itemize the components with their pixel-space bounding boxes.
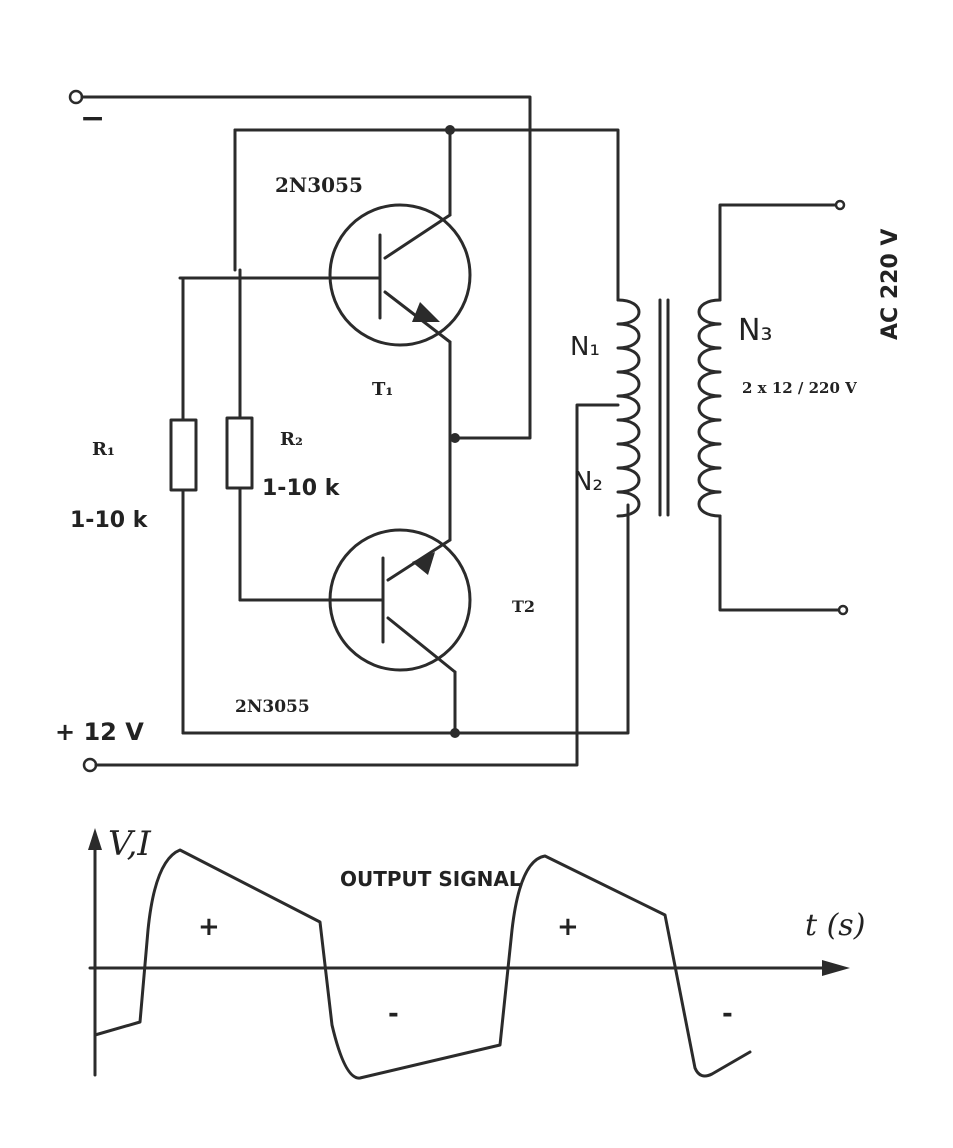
t2-ref-label: T2	[512, 597, 535, 616]
transistor-t2	[238, 528, 472, 735]
resistor-r2	[225, 268, 254, 602]
output-terminal-bottom[interactable]	[837, 604, 849, 616]
output-terminal-top[interactable]	[834, 199, 846, 211]
negative-mark-2: -	[722, 999, 733, 1029]
n1-label: N₁	[570, 332, 600, 362]
midpoint-node	[448, 340, 460, 542]
transistor-t1	[178, 203, 472, 347]
resistor-r1	[169, 276, 198, 735]
return-terminal[interactable]	[82, 757, 98, 773]
r2-value-label: 1-10 k	[262, 476, 341, 501]
output-voltage-label: AC 220 V	[878, 229, 903, 340]
positive-mark-2: +	[557, 912, 579, 942]
waveform-signal	[93, 848, 752, 1080]
y-axis-label: V,I	[108, 824, 151, 864]
t2-part-label: 2N3055	[235, 697, 310, 717]
transformer	[616, 199, 849, 616]
positive-mark-1: +	[198, 912, 220, 942]
t1-part-label: 2N3055	[275, 173, 363, 197]
transformer-rating-label: 2 x 12 / 220 V	[742, 379, 857, 397]
waveform-axes	[88, 828, 850, 1077]
negative-sign: −	[80, 101, 105, 136]
positive-supply-line	[181, 503, 630, 738]
negative-mark-1: -	[388, 999, 399, 1029]
t1-ref-label: T₁	[372, 379, 393, 400]
r1-ref-label: R₁	[92, 439, 115, 460]
top-rail	[233, 125, 620, 302]
x-axis-label: t (s)	[805, 908, 865, 943]
n2-label: N₂	[573, 467, 603, 497]
negative-supply-line	[68, 89, 532, 440]
return-line	[82, 403, 620, 773]
n3-label: N₃	[738, 313, 772, 348]
waveform-title: OUTPUT SIGNAL	[340, 867, 522, 891]
r1-value-label: 1-10 k	[70, 508, 149, 533]
positive-supply-label: + 12 V	[55, 718, 144, 746]
r2-ref-label: R₂	[280, 429, 303, 450]
